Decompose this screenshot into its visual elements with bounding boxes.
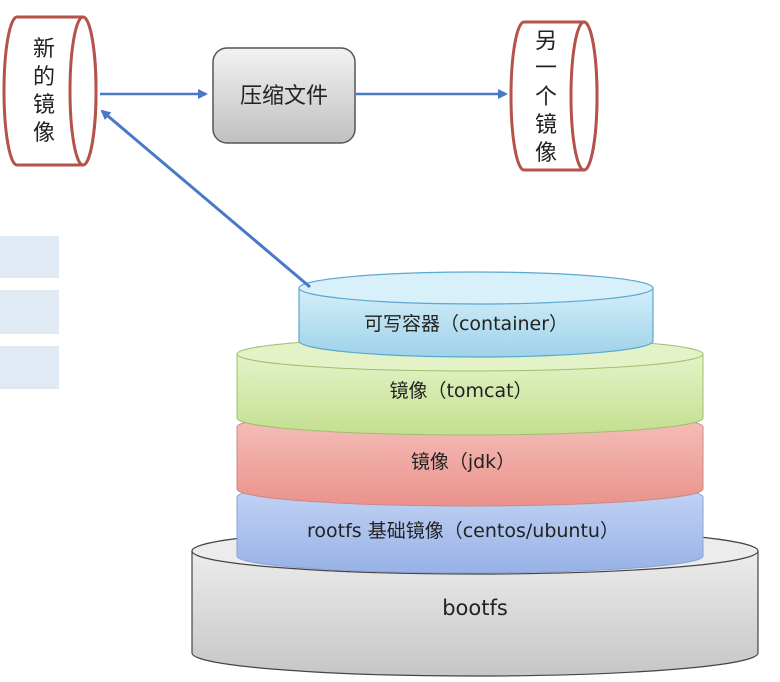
container-label: 可写容器（container） — [364, 313, 568, 335]
other-image-char-2: 一 — [535, 56, 557, 81]
compress-label: 压缩文件 — [240, 84, 328, 109]
compress-box: 压缩文件 — [212, 47, 356, 144]
arrow-container-to-new-image — [100, 109, 311, 289]
jdk-label: 镜像（jdk） — [411, 451, 515, 473]
other-image-char-3: 个 — [535, 85, 557, 110]
bootfs-label: bootfs — [442, 596, 508, 620]
new-image-char-4: 像 — [33, 121, 55, 146]
other-image-char-1: 另 — [535, 29, 557, 54]
other-image-char-4: 镜 — [535, 113, 557, 138]
tomcat-label: 镜像（tomcat） — [389, 380, 532, 402]
side-panel-3 — [0, 346, 59, 389]
container-layer: 可写容器（container） — [298, 271, 654, 358]
other-image-cylinder: 另 一 个 镜 像 — [509, 20, 599, 172]
new-image-char-3: 镜 — [33, 93, 55, 118]
new-image-char-2: 的 — [33, 65, 55, 90]
side-panel-2 — [0, 290, 59, 334]
other-image-char-5: 像 — [535, 141, 557, 166]
jdk-layer: 镜像（jdk） — [236, 409, 704, 507]
rootfs-label: rootfs 基础镜像（centos/ubuntu） — [307, 520, 619, 542]
new-image-char-1: 新 — [33, 37, 55, 62]
new-image-cylinder: 新 的 镜 像 — [2, 15, 98, 167]
side-panel-1 — [0, 236, 59, 278]
